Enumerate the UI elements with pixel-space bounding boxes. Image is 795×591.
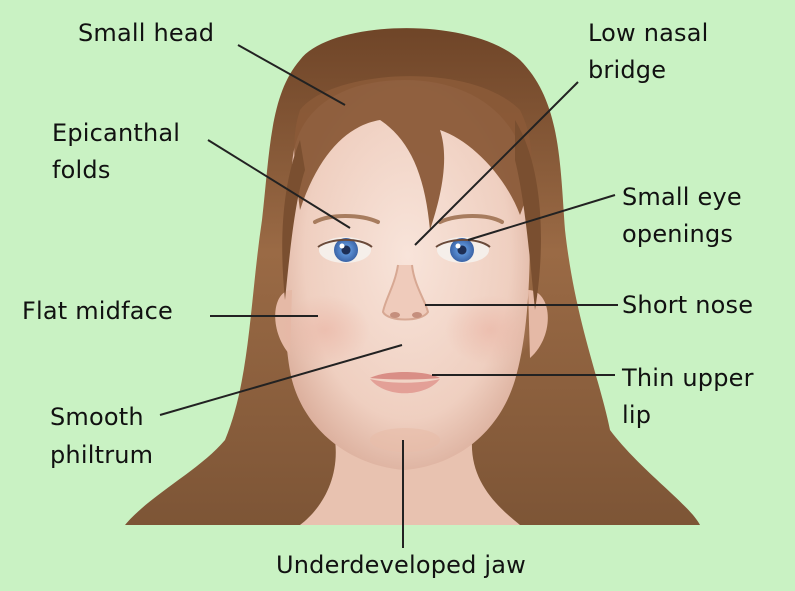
left-iris: [334, 238, 358, 262]
label-epicanthal-folds-line2: folds: [52, 155, 111, 185]
label-smooth-philtrum-line1: Smooth: [50, 402, 144, 432]
label-epicanthal-folds-line1: Epicanthal: [52, 118, 180, 148]
label-flat-midface: Flat midface: [22, 296, 173, 326]
label-thin-upper-lip-line1: Thin upper: [622, 363, 754, 393]
label-low-nasal-bridge-line1: Low nasal: [588, 18, 709, 48]
label-low-nasal-bridge-line2: bridge: [588, 55, 666, 85]
label-small-eye-openings-line2: openings: [622, 219, 733, 249]
label-small-eye-openings-line1: Small eye: [622, 182, 742, 212]
right-iris: [450, 238, 474, 262]
label-small-head: Small head: [78, 18, 214, 48]
label-smooth-philtrum-line2: philtrum: [50, 440, 153, 470]
label-short-nose: Short nose: [622, 290, 753, 320]
label-thin-upper-lip-line2: lip: [622, 400, 651, 430]
label-underdeveloped-jaw: Underdeveloped jaw: [276, 550, 526, 580]
